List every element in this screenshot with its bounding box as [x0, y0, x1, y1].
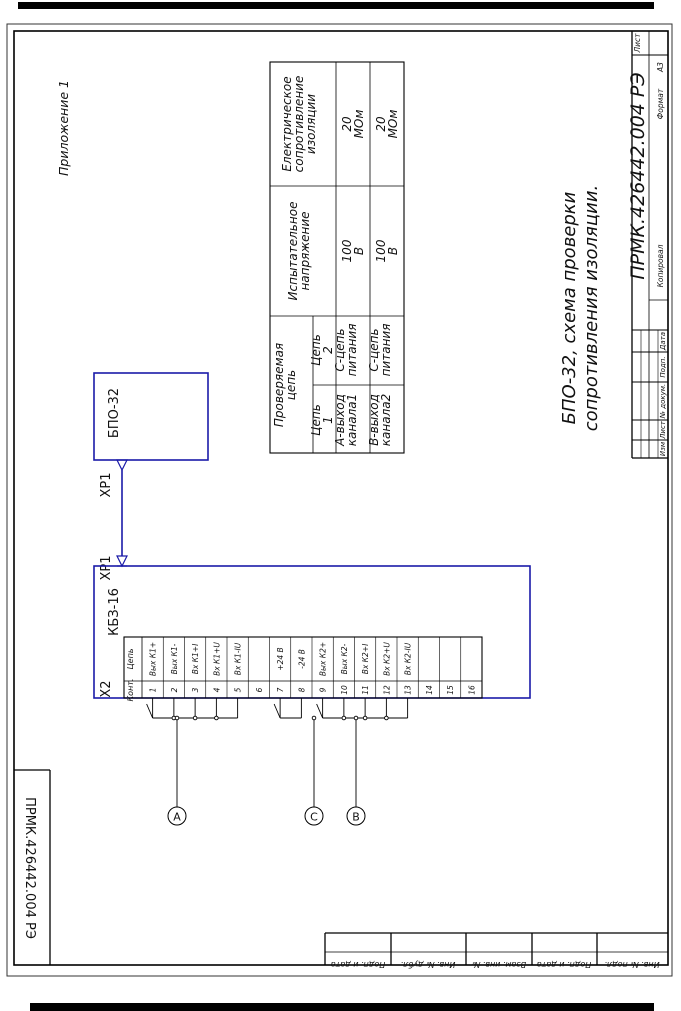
stamp-format-value: А3	[656, 62, 665, 73]
pin-circuit-name: +24 В	[276, 647, 285, 670]
td-r1-voltage: 100В	[340, 239, 366, 262]
th-c1: Цепь1	[309, 404, 335, 436]
td-r1-c2: С-цепьпитания	[333, 324, 359, 377]
circuit-b: B	[346, 806, 366, 826]
inner-frame	[13, 30, 669, 966]
pin-number: 14	[425, 685, 434, 695]
x2-label: Х2	[99, 680, 114, 697]
pin-number: 3	[191, 687, 200, 692]
pin-circuit-name: Вх К2+I	[361, 643, 370, 674]
pin-number: 16	[467, 685, 476, 695]
td-r2-c2: С-цепьпитания	[367, 324, 393, 377]
pin-circuit-name: Вых К2+	[319, 642, 328, 676]
stamp-list: Лист	[659, 420, 667, 440]
bottom-bar	[30, 1003, 654, 1011]
pin-circuit-name: Вых К1+	[149, 642, 158, 676]
pin-number: 15	[446, 685, 455, 695]
td-r2-c1: В-выходканала2	[367, 394, 393, 446]
top-bar	[18, 2, 654, 9]
side-doc-code: ПРМК.426442.004 РЭ	[22, 797, 37, 939]
outer-frame	[6, 23, 673, 977]
strip-label-2: Инв. № дубл.	[401, 960, 456, 969]
pin-number: 12	[382, 685, 391, 695]
th-voltage: Испытательноенапряжение	[286, 202, 312, 301]
wire-junction	[362, 715, 368, 721]
circuit-a: A	[167, 806, 187, 826]
pin-number: 13	[404, 685, 413, 695]
pin-circuit-name: Вх К1+U	[212, 642, 221, 676]
pin-number: 9	[319, 687, 328, 692]
xp1-connection	[116, 459, 128, 568]
bpo32-label: БПО-32	[107, 388, 122, 438]
side-label-strip: ПРМК.426442.004 РЭ	[14, 769, 51, 965]
pin-number: 8	[297, 687, 306, 692]
circuit-b-label: B	[352, 811, 360, 824]
td-r2-voltage: 100В	[374, 239, 400, 262]
td-r1-resistance: 20МОм	[340, 110, 366, 139]
th-resistance: Електрическоесопротивлениеизоляции	[280, 76, 318, 173]
stamp-doc-code: ПРМК.426442.004 РЭ	[627, 72, 649, 279]
stamp-format: Формат	[656, 88, 665, 119]
wire-junction	[192, 715, 198, 721]
wire-c-bend	[273, 703, 281, 719]
wiring	[146, 698, 409, 807]
pin-header-kont: Конт.	[126, 678, 135, 701]
pin-circuit-name: Вх К1+I	[191, 643, 200, 674]
strip-label-4: Подп. и дата	[537, 960, 592, 969]
bpo32-block	[93, 372, 209, 461]
pin-number: 2	[170, 687, 179, 692]
appendix-label: Приложение 1	[56, 80, 71, 176]
circuit-c: C	[304, 806, 324, 826]
wire-a-bend	[146, 703, 154, 719]
strip-label-5: Инв. № подл.	[604, 960, 659, 969]
xp1-top-label: ХР1	[99, 472, 114, 497]
pin-number: 5	[234, 687, 243, 692]
circuit-a-label: A	[173, 811, 181, 824]
pin-circuit-name: Вх К2-IU	[404, 642, 413, 675]
pin-number: 10	[340, 685, 349, 695]
stamp-ndokum: № докум.	[659, 384, 667, 420]
pin-circuit-name: Вх К2+U	[382, 642, 391, 676]
wire-b-bend	[316, 703, 324, 719]
strip-label-1: Подп. и дата	[331, 960, 386, 969]
pin-circuit-name: Вых К2-	[340, 643, 349, 674]
pin-number: 7	[276, 687, 285, 692]
bottom-label-strip: Подп. и дата Инв. № дубл. Взам. инв. № П…	[324, 932, 668, 969]
wire-junction	[311, 715, 317, 721]
pin-header-tsep: Цепь	[126, 648, 135, 669]
title-block: Лист ПРМК.426442.004 РЭ Копировал Формат…	[627, 31, 668, 459]
wire-junction	[384, 715, 389, 721]
xp1-bottom-label: ХР1	[99, 555, 114, 580]
pin-circuit-name: -24 В	[297, 649, 306, 669]
test-table: Проверяемаяцепь Цепь1 Цепь2 Испытательно…	[269, 61, 405, 454]
pin-number: 4	[212, 687, 221, 692]
th-c2: Цепь2	[309, 334, 335, 366]
stamp-kopiroval: Копировал	[656, 244, 665, 287]
td-r2-resistance: 20МОм	[374, 110, 400, 139]
wire-junction	[174, 715, 180, 721]
pin-number: 6	[255, 687, 264, 692]
caption-line1: БПО-32, схема проверки	[559, 191, 580, 424]
wire-junction	[353, 715, 359, 721]
pin-number: 11	[361, 685, 370, 695]
wire-junction	[214, 715, 219, 721]
pin-number: 1	[149, 688, 158, 693]
kbz16-label: КБЗ-16	[107, 588, 122, 636]
wire-junction	[341, 715, 347, 721]
strip-label-3: Взам. инв. №	[472, 960, 526, 969]
th-circuit-1: Проверяемаяцепь	[272, 343, 298, 427]
pin-table: Конт. Цепь 1 Вых К1+ 2 Вых К1- 3 Вх К1+I 4 Вх К…	[123, 636, 483, 702]
stamp-podp: Подп.	[659, 356, 667, 377]
stamp-list-corner: Лист	[633, 33, 642, 54]
circuit-c-label: C	[310, 811, 318, 824]
stamp-data: Дата	[659, 332, 667, 351]
pin-circuit-name: Вых К1-	[170, 643, 179, 674]
pin-circuit-name: Вх К1-IU	[234, 642, 243, 675]
caption-line2: сопротивления изоляции.	[581, 185, 602, 432]
stamp-izm: Изм	[659, 441, 667, 456]
td-r1-c1: А-выходканала1	[333, 394, 359, 447]
